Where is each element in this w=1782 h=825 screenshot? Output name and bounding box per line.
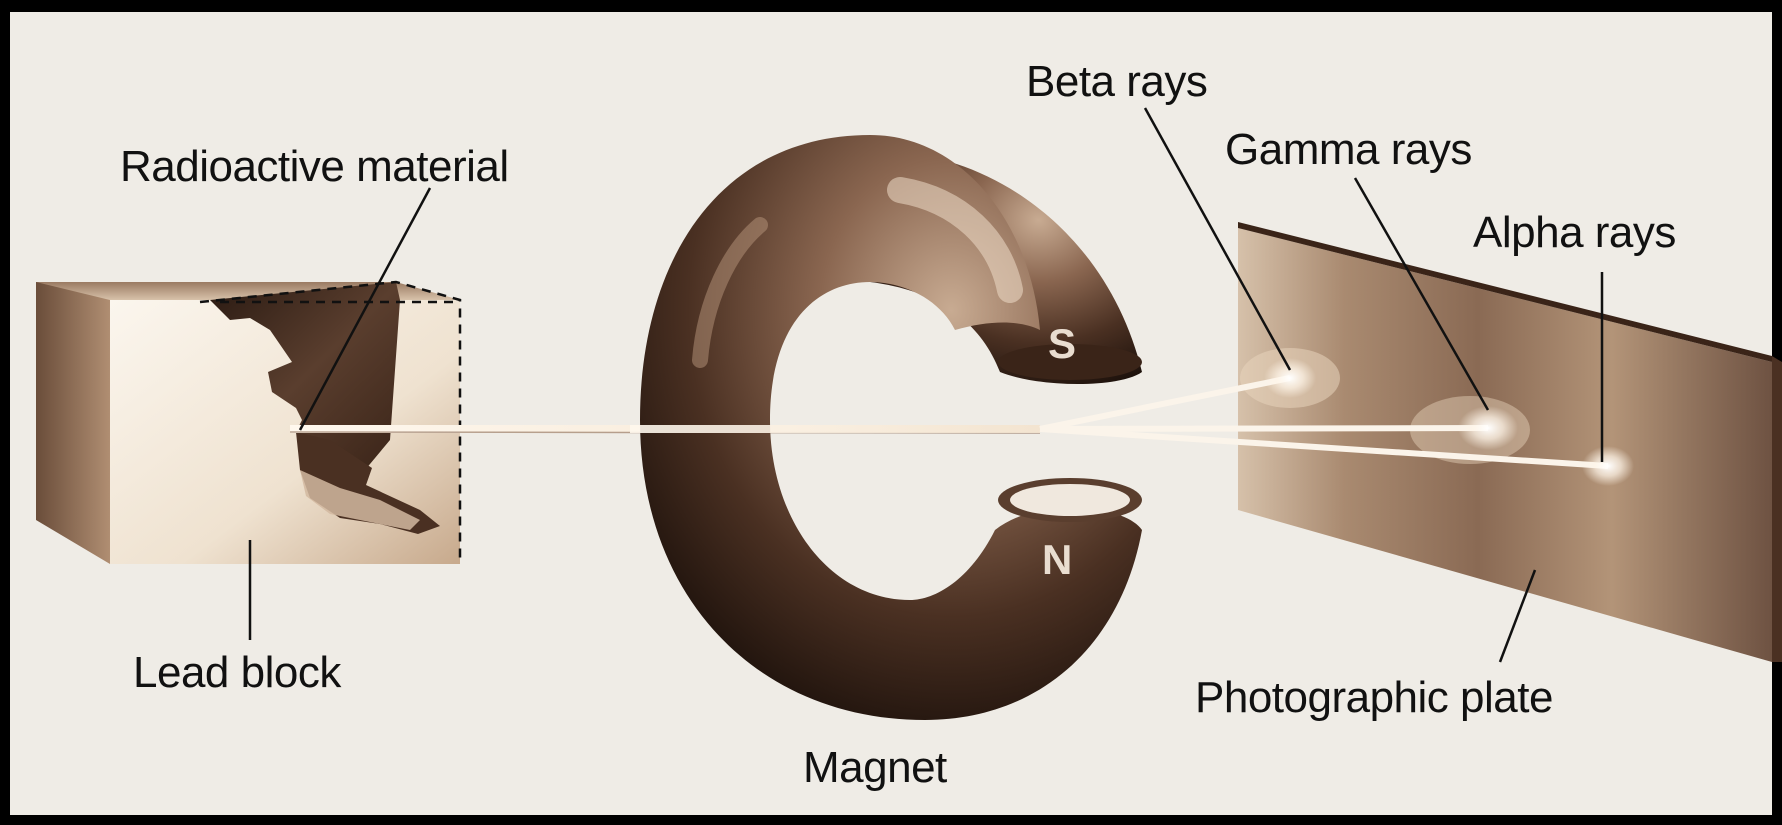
- photographic-plate-label: Photographic plate: [1195, 673, 1553, 722]
- lead-block-label: Lead block: [133, 648, 342, 697]
- south-pole-label: S: [1048, 320, 1076, 367]
- beta-ray-spot: [1264, 358, 1316, 398]
- alpha-ray-spot: [1582, 446, 1634, 486]
- alpha-rays-label: Alpha rays: [1473, 208, 1676, 257]
- radioactive-material-label: Radioactive material: [120, 142, 509, 191]
- gamma-ray-path: [1040, 428, 1488, 429]
- lead-block-side: [36, 282, 110, 564]
- gamma-ray-spot: [1458, 406, 1518, 450]
- north-pole-label: N: [1042, 536, 1072, 583]
- gamma-rays-label: Gamma rays: [1225, 125, 1472, 174]
- lead-block: [36, 282, 460, 564]
- magnet-label: Magnet: [803, 743, 947, 792]
- beta-rays-label: Beta rays: [1026, 57, 1207, 106]
- photographic-plate-edge: [1772, 356, 1782, 662]
